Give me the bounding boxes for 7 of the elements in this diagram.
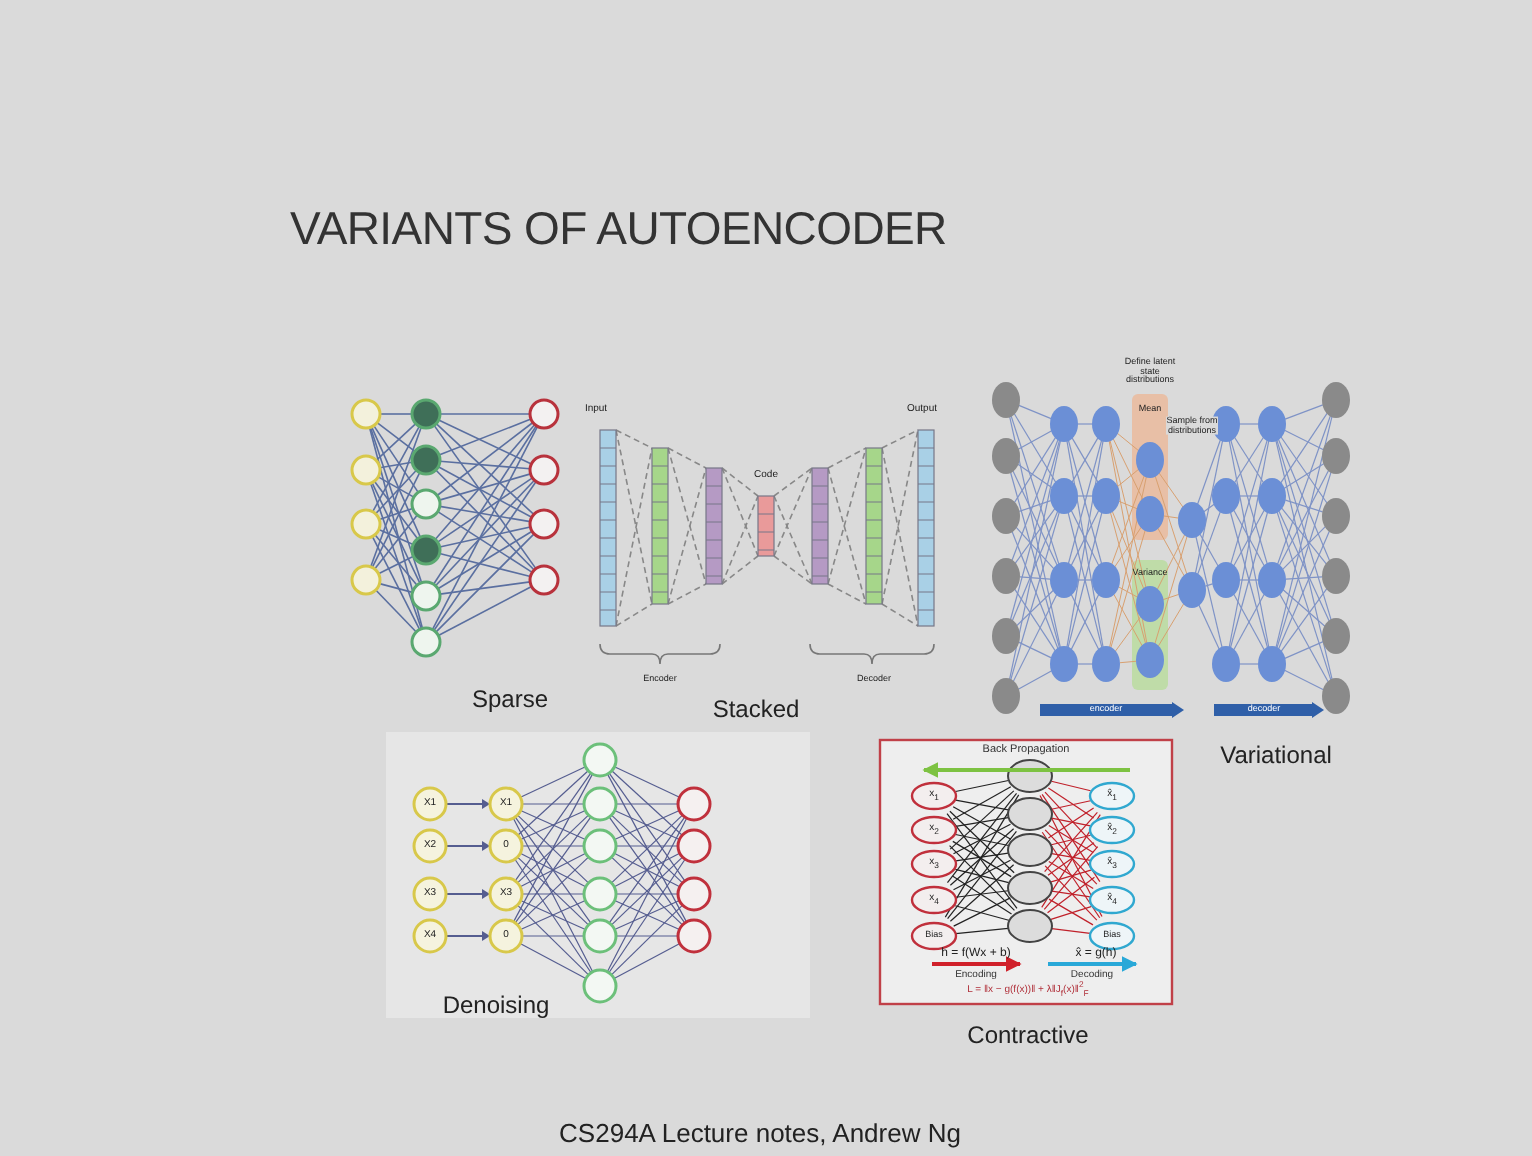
panel-title: Denoising <box>442 993 550 1019</box>
panel-title: Variational <box>1220 743 1332 769</box>
panel-title: Contractive <box>967 1023 1089 1049</box>
slide-title: VARIANTS OF AUTOENCODER <box>290 202 947 256</box>
panel-title: Stacked <box>712 697 800 723</box>
panel-title: Sparse <box>471 687 549 713</box>
source-caption: CS294A Lecture notes, Andrew Ng <box>559 1118 961 1148</box>
